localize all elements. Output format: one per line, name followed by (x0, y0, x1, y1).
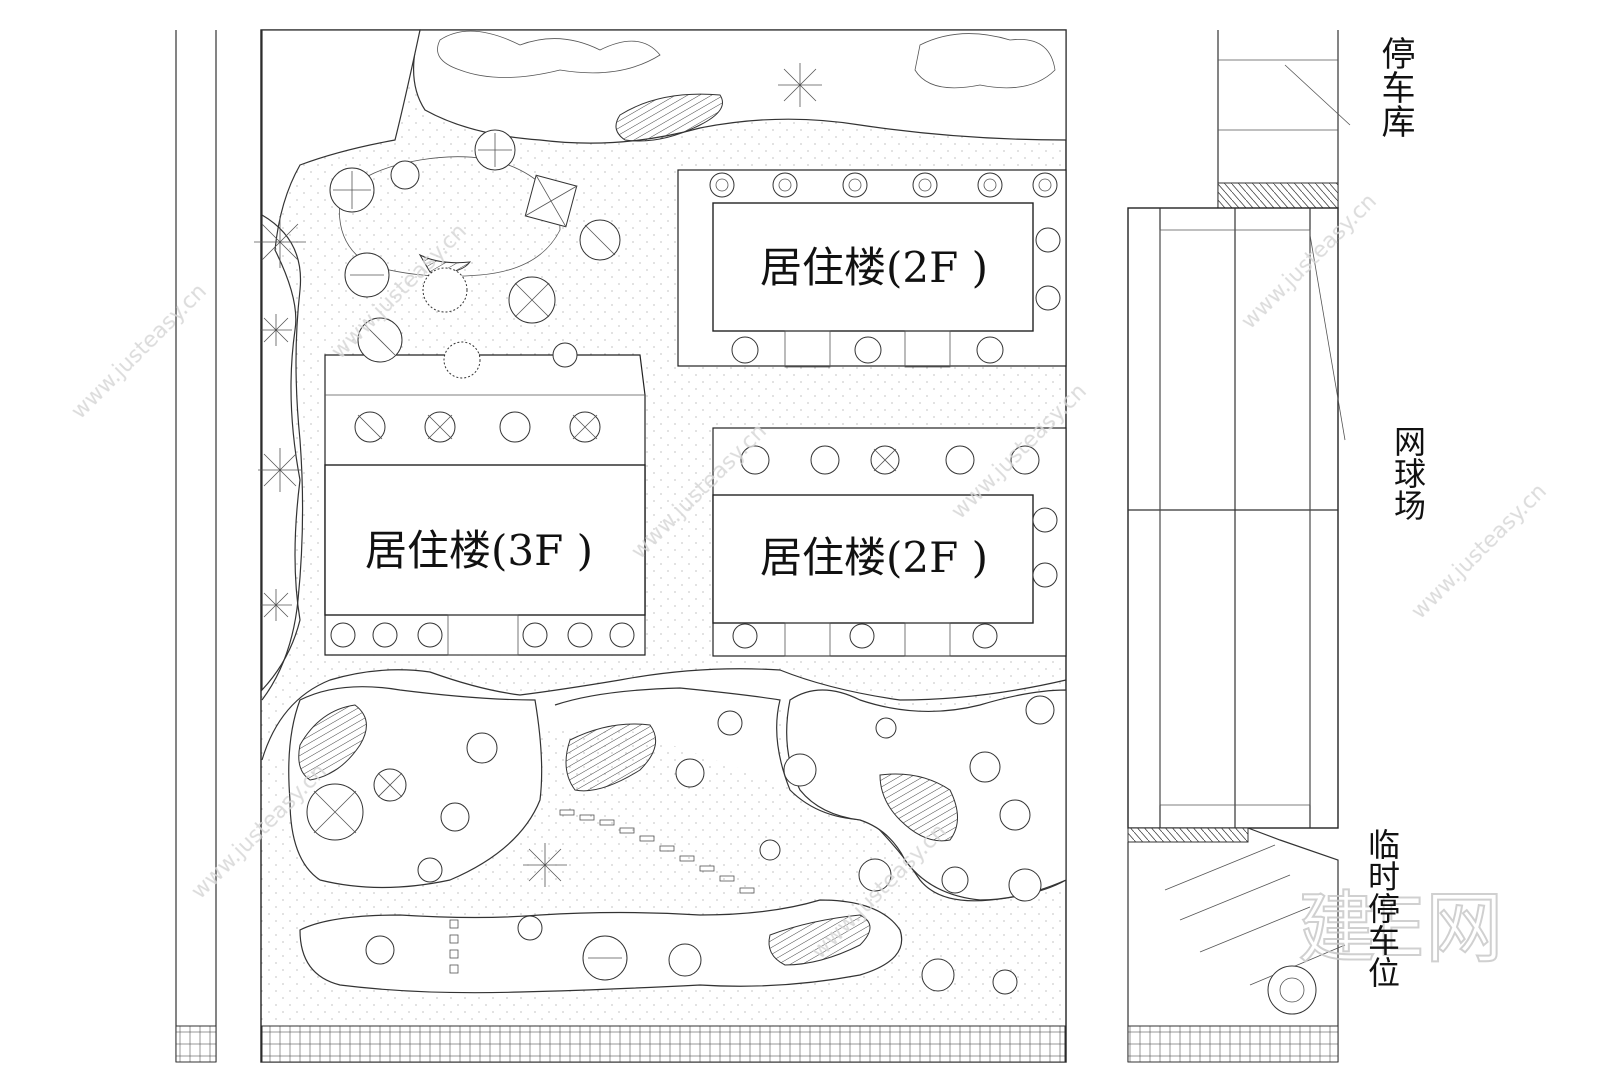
tree-icon (1010, 445, 1040, 475)
tree-icon (582, 935, 628, 981)
tree-icon (858, 858, 892, 892)
building-upper-right: 居住楼(2F ) (677, 169, 1067, 368)
tree-icon (842, 172, 868, 198)
tree-icon (783, 753, 817, 787)
tree-icon (417, 622, 443, 648)
tree-icon (522, 622, 548, 648)
tree-icon (999, 799, 1031, 831)
tree-icon (1032, 507, 1058, 533)
temp-parking (1127, 827, 1346, 1063)
tree-icon (772, 172, 798, 198)
tree-icon (976, 336, 1004, 364)
tree-icon (424, 411, 456, 443)
palm-icon (254, 216, 306, 268)
tree-icon (474, 129, 516, 171)
tree-icon (1032, 172, 1058, 198)
garage-label: 停车库 (1372, 36, 1415, 138)
west-footpath (261, 214, 304, 701)
tree-icon (912, 172, 938, 198)
tree-icon (921, 958, 955, 992)
palms (254, 63, 822, 887)
tree-icon (354, 411, 386, 443)
tree-icon (717, 710, 743, 736)
palm-icon (260, 314, 292, 346)
garage-label-text: 停车库 (1375, 36, 1415, 138)
palm-icon (258, 448, 302, 492)
building-label: 居住楼(2F ) (760, 243, 988, 292)
stepping-stones (449, 809, 755, 974)
tree-icon (759, 839, 781, 861)
tennis-court (1127, 207, 1346, 843)
palm-icon (260, 589, 292, 621)
tree-icon (609, 622, 635, 648)
top-garden-band (413, 29, 1067, 144)
tree-icon (941, 866, 969, 894)
building-lower-right: 居住楼(2F ) (712, 427, 1067, 657)
tree-icon (854, 336, 882, 364)
tree-icon (567, 622, 593, 648)
tree-icon (390, 160, 420, 190)
trees (306, 129, 1061, 995)
tree-icon (732, 623, 758, 649)
tree-icon (508, 276, 556, 324)
tree-icon (417, 857, 443, 883)
tree-icon (992, 969, 1018, 995)
garage (1217, 30, 1351, 209)
tree-icon (849, 623, 875, 649)
left-boundary-strip (175, 30, 217, 1063)
temp-parking-label: 临时停车位 (1360, 828, 1401, 988)
watermark-logo: 建E网 (1298, 884, 1503, 974)
temp-parking-label-text: 临时停车位 (1363, 828, 1401, 988)
tree-icon (731, 336, 759, 364)
tree-icon (329, 167, 375, 213)
tree-icon (875, 717, 897, 739)
tree-icon (306, 783, 364, 841)
tree-icon (1032, 562, 1058, 588)
watermark-text: www.justeasy.cn (67, 279, 212, 424)
building-left: 居住楼(3F ) (324, 354, 646, 656)
tree-icon (517, 915, 543, 941)
tree-icon (579, 219, 621, 261)
tree-icon (365, 935, 395, 965)
tree-icon (330, 622, 356, 648)
palm-icon (778, 63, 822, 107)
tree-icon (499, 411, 531, 443)
shrub-icon (422, 267, 468, 313)
tree-icon (552, 342, 578, 368)
tree-icon (357, 317, 403, 363)
tree-icon (569, 411, 601, 443)
tree-icon (466, 732, 498, 764)
tree-icon (372, 622, 398, 648)
tennis-court-label-text: 网球场 (1389, 425, 1427, 521)
tree-icon (1035, 227, 1061, 253)
palm-icon (523, 843, 567, 887)
tree-icon (1008, 868, 1042, 902)
tree-icon (668, 943, 702, 977)
tree-icon (740, 445, 770, 475)
tree-icon (969, 751, 1001, 783)
tree-icon (1025, 695, 1055, 725)
shrub-icon (443, 341, 481, 379)
tree-icon (373, 768, 407, 802)
tree-icon (945, 445, 975, 475)
tree-icon (709, 172, 735, 198)
tree-icon (440, 802, 470, 832)
tree-icon (344, 252, 390, 298)
tree-icon (977, 172, 1003, 198)
tree-icon (870, 445, 900, 475)
tree-icon (1035, 285, 1061, 311)
tree-icon (675, 758, 705, 788)
tree-icon (972, 623, 998, 649)
building-label: 居住楼(3F ) (365, 526, 593, 575)
tennis-court-label: 网球场 (1386, 425, 1427, 521)
building-label: 居住楼(2F ) (760, 533, 988, 582)
tree-icon (810, 445, 840, 475)
pavilion-icon (524, 174, 578, 228)
